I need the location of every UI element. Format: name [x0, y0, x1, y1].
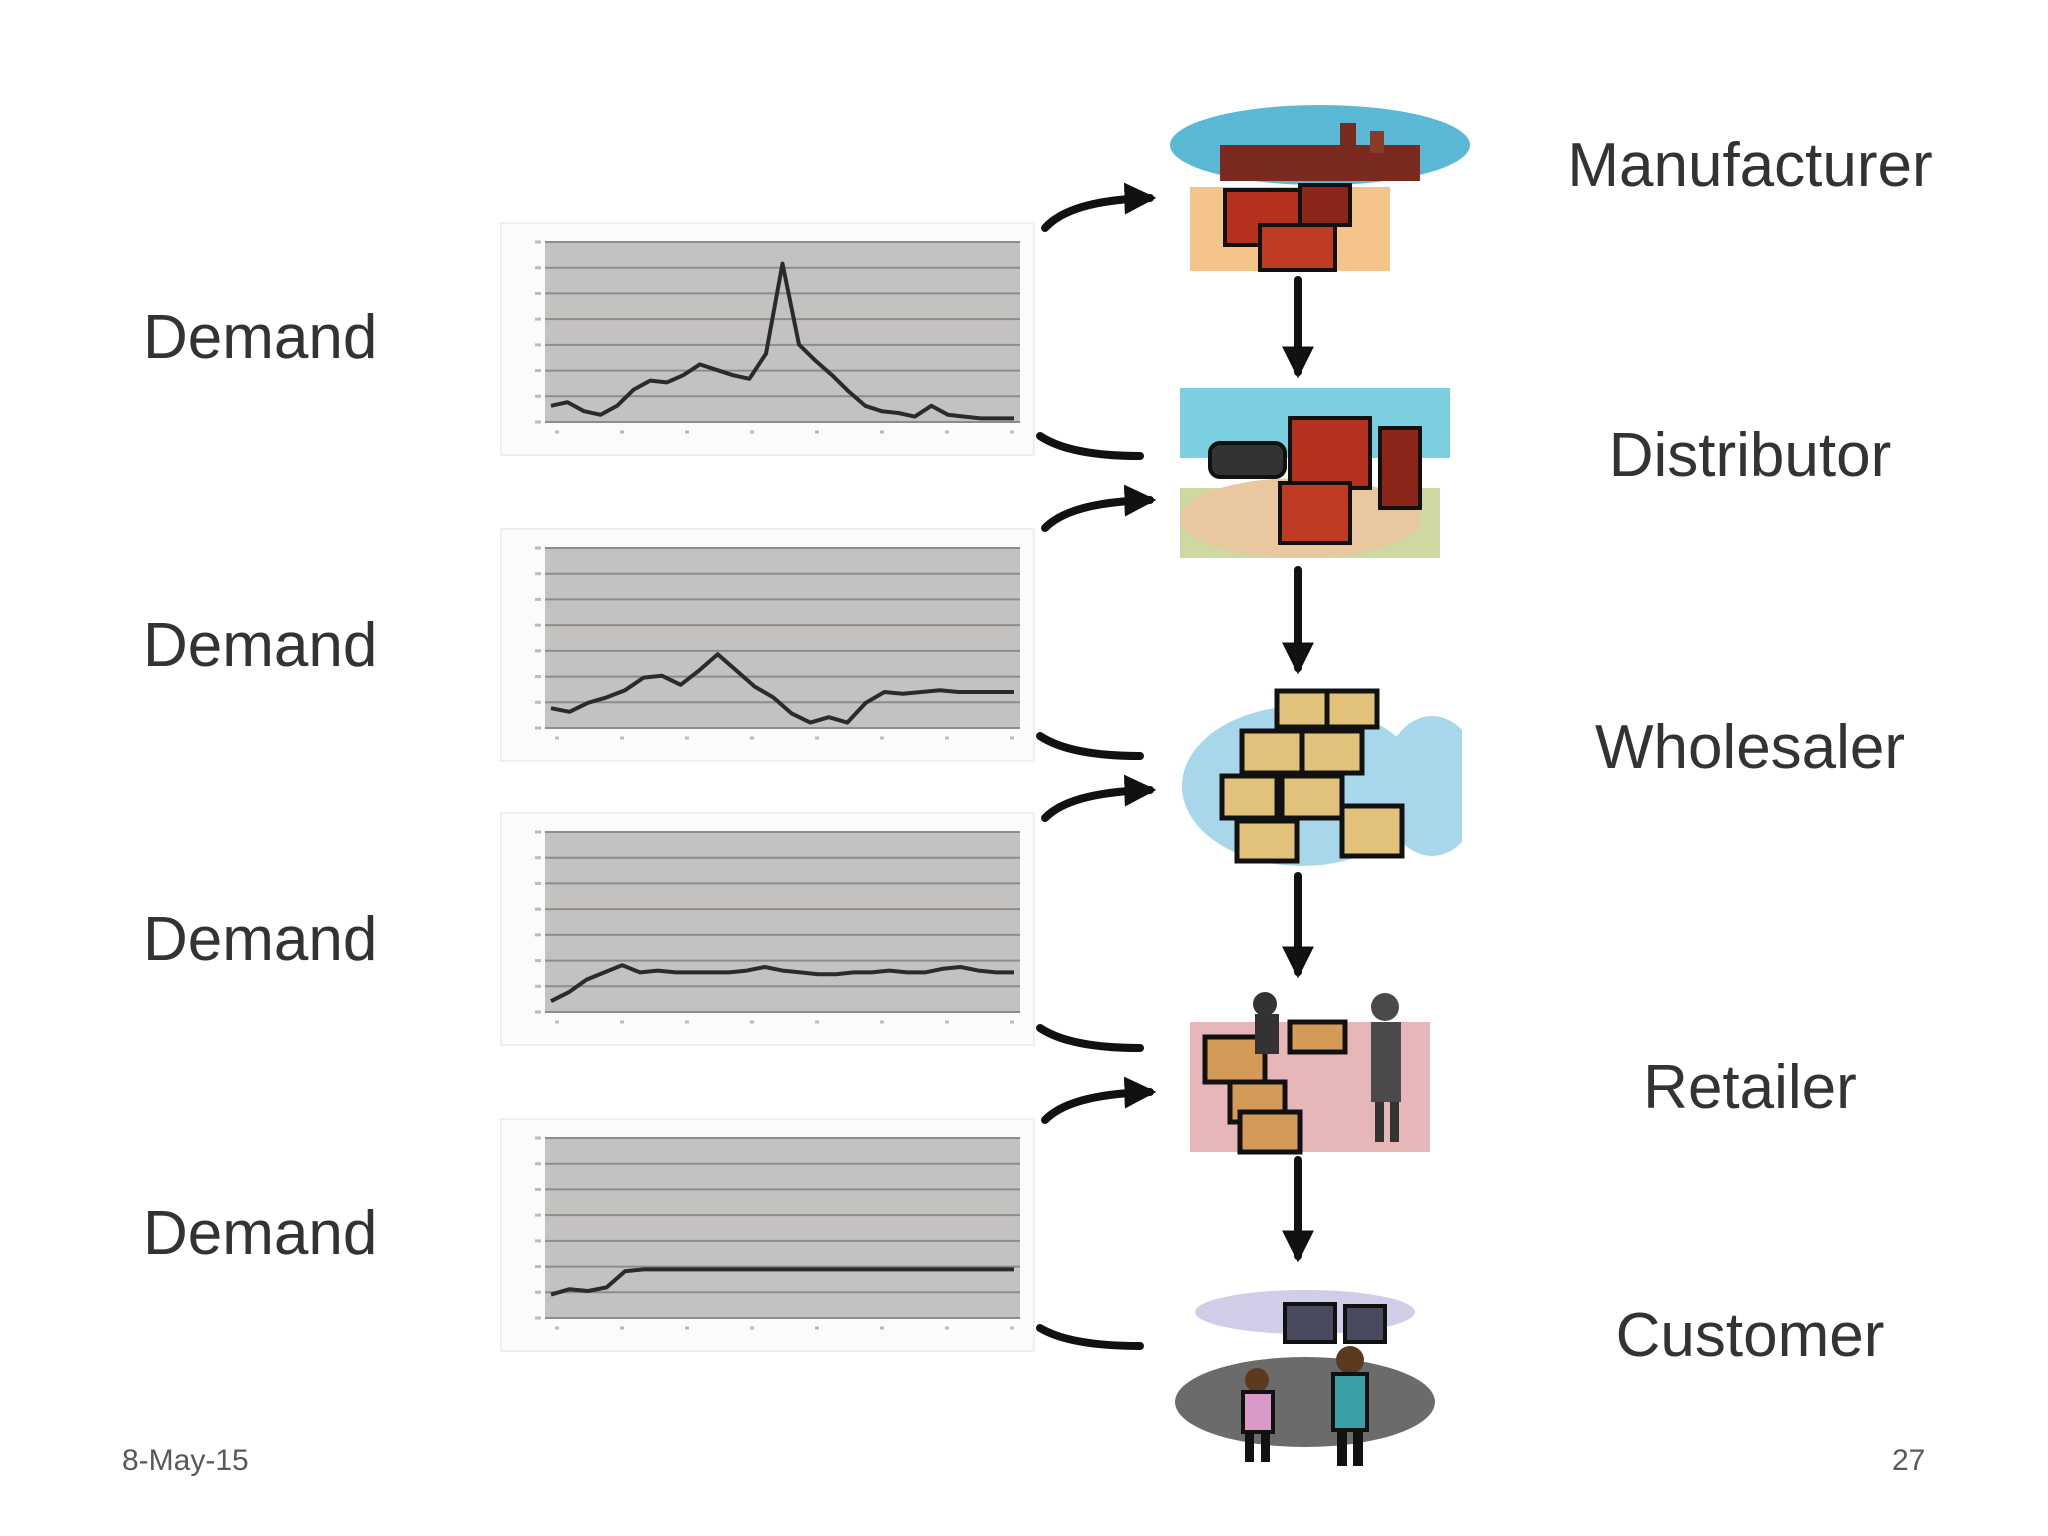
demand-chart-2 — [500, 528, 1035, 762]
forklift-icon — [1180, 388, 1450, 558]
warehouse-boxes-icon — [1182, 688, 1462, 866]
demand-series-line — [550, 652, 1014, 725]
arrow-up-1 — [1041, 182, 1157, 232]
arrow-up-4 — [1041, 1076, 1157, 1124]
factory-icon — [1170, 105, 1470, 272]
link-tail-2 — [1036, 732, 1144, 760]
stage-label-distributor: Distributor — [1608, 421, 1892, 490]
link-tail-4 — [1036, 1324, 1144, 1350]
shopkeeper-icon — [1190, 992, 1430, 1155]
demand-series-line — [550, 261, 1014, 421]
plot-area — [545, 548, 1020, 728]
footer-date: 8-May-15 — [122, 1444, 249, 1477]
link-tail-1 — [1036, 432, 1144, 460]
demand-chart-1 — [500, 222, 1035, 456]
demand-label-1: Demand — [143, 303, 378, 372]
arrow-up-3 — [1041, 774, 1157, 822]
stage-label-manufacturer: Manufacturer — [1567, 131, 1933, 200]
stage-label-customer: Customer — [1615, 1301, 1885, 1370]
link-tail-3 — [1036, 1024, 1144, 1052]
demand-label-4: Demand — [143, 1199, 378, 1268]
demand-chart-4 — [500, 1118, 1035, 1352]
demand-series-line — [550, 1267, 1014, 1297]
stage-label-wholesaler: Wholesaler — [1594, 713, 1906, 782]
stage-label-retailer: Retailer — [1643, 1053, 1857, 1122]
plot-area — [545, 1138, 1020, 1318]
plot-area — [545, 832, 1020, 1012]
slide-number: 27 — [1892, 1444, 1926, 1477]
demand-label-2: Demand — [143, 611, 378, 680]
shoppers-icon — [1175, 1290, 1435, 1466]
demand-series-line — [550, 963, 1014, 1003]
arrow-up-2 — [1041, 484, 1157, 532]
demand-label-3: Demand — [143, 905, 378, 974]
demand-chart-3 — [500, 812, 1035, 1046]
